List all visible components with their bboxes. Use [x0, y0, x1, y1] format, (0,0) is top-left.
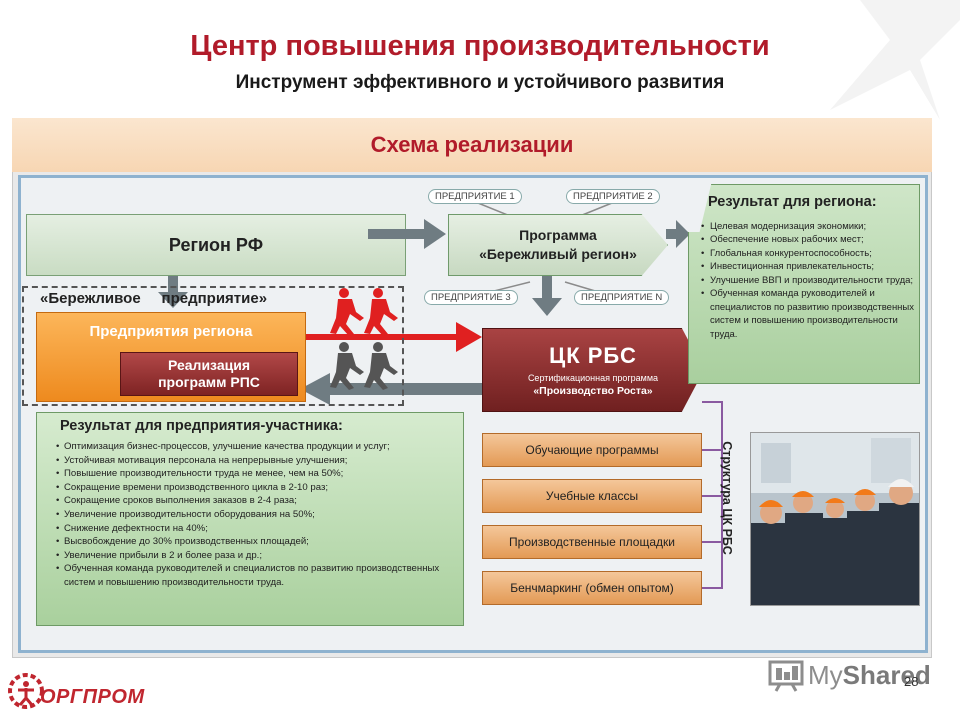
- myshared-logo-icon: [768, 660, 804, 692]
- structure-item-classrooms: Учебные классы: [482, 479, 702, 513]
- list-item: Высвобождение до 30% производственных пл…: [56, 535, 464, 549]
- rps-box: Реализация программ РПС: [120, 352, 298, 396]
- list-item: Повышение производительности труда не ме…: [56, 467, 464, 481]
- list-item: Сокращение сроков выполнения заказов в 2…: [56, 494, 464, 508]
- list-item: Увеличение производительности оборудован…: [56, 508, 464, 522]
- workers-photo: [750, 432, 920, 606]
- runners-red-icon: [330, 288, 398, 336]
- tag-enterprise-n: ПРЕДПРИЯТИЕ N: [574, 290, 670, 305]
- structure-item-label: Учебные классы: [545, 489, 639, 503]
- list-item: Улучшение ВВП и производительности труда…: [701, 274, 926, 288]
- watermark-part-b: Shared: [842, 660, 931, 690]
- arrow-program-to-result: [666, 220, 690, 248]
- page-number: 28: [904, 674, 919, 689]
- list-item: Инвестиционная привлекательность;: [701, 260, 926, 274]
- tag-enterprise-3: ПРЕДПРИЯТИЕ 3: [424, 290, 518, 305]
- list-item: Целевая модернизация экономики;: [701, 220, 926, 234]
- page-subtitle: Инструмент эффективного и устойчивого ра…: [235, 72, 725, 93]
- structure-item-label: Бенчмаркинг (обмен опытом): [510, 581, 674, 595]
- structure-item-label: Производственные площадки: [509, 535, 675, 549]
- list-item: Оптимизация бизнес-процессов, улучшение …: [56, 440, 464, 454]
- list-item: Обученная команда руководителей и специа…: [56, 562, 464, 589]
- tag-enterprise-1: ПРЕДПРИЯТИЕ 1: [428, 189, 522, 204]
- enterprise-result-list: Оптимизация бизнес-процессов, улучшение …: [56, 440, 464, 590]
- structure-item-training-programs: Обучающие программы: [482, 433, 702, 467]
- region-result-list: Целевая модернизация экономики; Обеспече…: [700, 220, 926, 341]
- list-item: Снижение дефектности на 40%;: [56, 522, 464, 536]
- enterprises-label: Предприятия региона: [89, 323, 253, 340]
- structure-item-benchmarking: Бенчмаркинг (обмен опытом): [482, 571, 702, 605]
- ckrbs-title: ЦК РБС: [549, 343, 637, 368]
- structure-label-vertical: Структура ЦК РБС: [712, 398, 742, 598]
- list-item: Обеспечение новых рабочих мест;: [701, 233, 926, 247]
- list-item: Устойчивая мотивация персонала на непрер…: [56, 454, 464, 468]
- page-title: Центр повышения производительности: [190, 30, 770, 62]
- ckrbs-subtitle: Сертификационная программа: [527, 373, 659, 383]
- structure-item-production-sites: Производственные площадки: [482, 525, 702, 559]
- orgprom-logo-icon: [8, 673, 44, 709]
- myshared-watermark: MyShared: [808, 660, 931, 691]
- structure-item-label: Обучающие программы: [525, 443, 659, 457]
- structure-label: Структура ЦК РБС: [720, 441, 734, 555]
- tag-enterprise-2: ПРЕДПРИЯТИЕ 2: [566, 189, 660, 204]
- list-item: Обученная команда руководителей и специа…: [701, 287, 926, 341]
- lean-enterprise-area: [22, 286, 404, 406]
- program-label: Программа: [519, 227, 597, 244]
- region-rf-label: Регион РФ: [168, 234, 264, 255]
- arrow-enterprise-to-ckrbs: [306, 322, 482, 352]
- scheme-title-bar: [12, 118, 932, 172]
- list-item: Увеличение прибыли в 2 и более раза и др…: [56, 549, 464, 563]
- runners-gray-icon: [330, 342, 398, 390]
- arrow-ckrbs-to-rps: [300, 373, 482, 405]
- enterprise-result-title: Результат для предприятия-участника:: [60, 418, 343, 434]
- rps-line2: программ РПС: [158, 374, 260, 390]
- list-item: Глобальная конкурентоспособность;: [701, 247, 926, 261]
- workers-photo-image: [751, 433, 919, 605]
- orgprom-logo: ОРГПРОМ: [40, 686, 145, 708]
- region-rf-box: Регион РФ: [26, 214, 406, 276]
- ckrbs-program: «Производство Роста»: [533, 385, 653, 397]
- background-arrow-decoration: [830, 0, 960, 120]
- program-lean-region-box: Программа «Бережливый регион»: [448, 214, 668, 276]
- lean-enterprise-label: «Бережливое предприятие»: [40, 290, 268, 307]
- scheme-title: Схема реализации: [370, 132, 574, 157]
- arrow-program-to-ckrbs: [532, 276, 562, 316]
- structure-bracket: [702, 401, 723, 589]
- arrow-region-to-enterprise: [158, 276, 188, 308]
- program-name: «Бережливый регион»: [479, 246, 637, 262]
- list-item: Сокращение времени производственного цик…: [56, 481, 464, 495]
- watermark-part-a: My: [808, 660, 843, 690]
- arrow-region-to-program: [368, 219, 446, 249]
- rps-line1: Реализация: [167, 357, 250, 374]
- ckrbs-box: ЦК РБС Сертификационная программа «Произ…: [482, 328, 704, 412]
- region-result-title: Результат для региона:: [708, 194, 877, 210]
